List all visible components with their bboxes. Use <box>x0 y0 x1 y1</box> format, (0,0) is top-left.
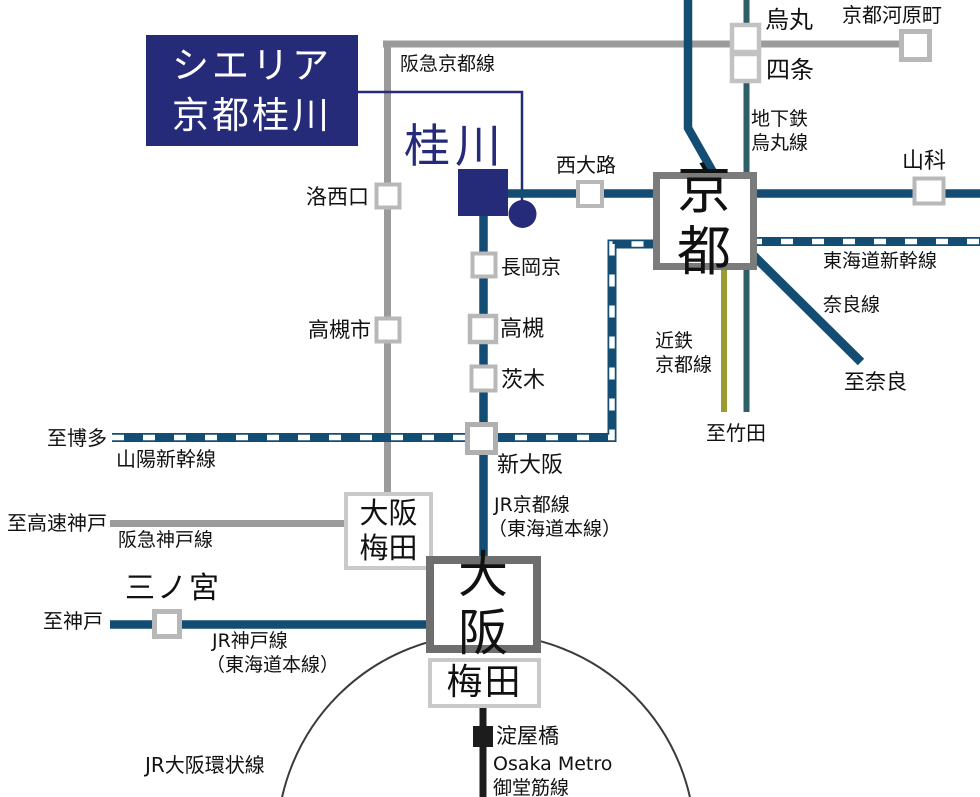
nara-line-label: 奈良線 <box>823 294 881 316</box>
takatsukishi-station-marker <box>374 316 402 344</box>
nagaokakyo-station-marker <box>470 251 498 279</box>
kintetsu-line-label-2: 京都線 <box>655 353 713 376</box>
umeda-station-label: 梅田 <box>446 662 523 704</box>
tokaido-shinkansen-label: 東海道新幹線 <box>823 250 938 272</box>
yodoyabashi-station-marker <box>473 726 493 747</box>
kintetsu-line-label-1: 近鉄 <box>655 330 694 352</box>
kyoto-station-box: 京都 <box>653 158 757 283</box>
karasuma-station-marker <box>729 22 762 55</box>
shijo-station-label: 四条 <box>766 56 814 84</box>
katsuragawa-station-marker <box>458 169 508 216</box>
ibaraki-station-marker <box>469 364 498 393</box>
to-kobe-label: 至神戸 <box>43 609 103 633</box>
jr-kyoto-line-label: JR京都線 （東海道本線） <box>488 494 621 542</box>
to-nara-label: 至奈良 <box>844 370 907 394</box>
property-name-line2: 京都桂川 <box>172 93 332 137</box>
nagaokakyo-station-label: 長岡京 <box>501 255 561 279</box>
to-hakata-label: 至博多 <box>47 426 107 450</box>
jr-kobe-line-label-1: JR神戸線 <box>212 630 288 652</box>
property-location-dot <box>508 200 537 228</box>
jr-kobe-line-label-2: （東海道本線） <box>206 653 340 676</box>
kintetsu-kyoto-line-label: 近鉄 京都線 <box>655 330 712 378</box>
umeda-station-box: 梅田 <box>428 658 541 708</box>
to-takeda-label: 至竹田 <box>706 421 766 445</box>
ibaraki-station-label: 茨木 <box>501 368 546 393</box>
osaka-station-box: 大阪 <box>426 546 541 661</box>
property-name-line1: シエリア <box>172 43 332 87</box>
osaka-station-label: 大阪 <box>458 546 509 662</box>
takatsuki-station-marker <box>467 313 499 345</box>
to-kosoku-kobe-label: 至高速神戸 <box>7 511 107 535</box>
jr-kobe-line-label: JR神戸線 （東海道本線） <box>206 630 339 678</box>
yamashina-station-label: 山科 <box>902 149 947 174</box>
rakusaiguchi-station-label: 洛西口 <box>306 185 369 209</box>
osaka-umeda-label-line2: 梅田 <box>359 531 418 565</box>
sanyo-shinkansen-label: 山陽新幹線 <box>116 447 216 471</box>
sanyo-shinkansen-dashes <box>112 241 656 441</box>
osaka-umeda-label-line1: 大阪 <box>359 496 418 531</box>
osaka-umeda-station-box: 大阪 梅田 <box>344 492 433 570</box>
jr-osaka-loop-line-label: JR大阪環状線 <box>145 753 265 777</box>
kyoto-kawaramachi-station-marker <box>899 29 932 62</box>
nishioji-station-label: 西大路 <box>556 153 616 177</box>
jr-kyoto-line-label-1: JR京都線 <box>494 494 570 516</box>
kyoto-kawaramachi-station-label: 京都河原町 <box>842 3 942 27</box>
shijo-station-marker <box>729 51 762 84</box>
hankyu-kobe-line-label: 阪急神戸線 <box>118 529 214 551</box>
rakusaiguchi-station-marker <box>374 182 402 210</box>
jr-kyoto-line-label-2: （東海道本線） <box>488 517 622 540</box>
kyoto-station-label: 京都 <box>677 157 733 283</box>
osaka-metro-midosuji-label: Osaka Metro 御堂筋線 <box>493 753 612 797</box>
takatsukishi-station-label: 高槻市 <box>308 318 371 342</box>
takatsuki-station-label: 高槻 <box>500 317 545 342</box>
subway-karasuma-line-label-2: 烏丸線 <box>751 131 809 154</box>
property-name-box: シエリア 京都桂川 <box>146 35 358 146</box>
sannomiya-station-marker <box>152 609 182 639</box>
katsuragawa-station-label: 桂川 <box>404 119 506 173</box>
osaka-metro-label-1: Osaka Metro <box>493 753 613 775</box>
osaka-metro-label-2: 御堂筋線 <box>493 776 570 797</box>
nara-line <box>749 251 865 366</box>
subway-karasuma-line-label-1: 地下鉄 <box>751 108 809 130</box>
shin-osaka-station-label: 新大阪 <box>497 453 564 478</box>
sannomiya-station-label: 三ノ宮 <box>125 571 221 606</box>
yamashina-station-marker <box>912 176 946 206</box>
subway-karasuma-line-label: 地下鉄 烏丸線 <box>751 108 808 156</box>
karasuma-station-label: 烏丸 <box>765 6 813 34</box>
shin-osaka-station-marker <box>465 422 498 455</box>
jr-line-north-of-kyoto <box>683 0 717 175</box>
property-callout-line <box>358 90 524 202</box>
hankyu-kyoto-line-label: 阪急京都線 <box>400 53 496 75</box>
nishioji-station-marker <box>576 180 604 208</box>
yodoyabashi-station-label: 淀屋橋 <box>496 724 559 748</box>
